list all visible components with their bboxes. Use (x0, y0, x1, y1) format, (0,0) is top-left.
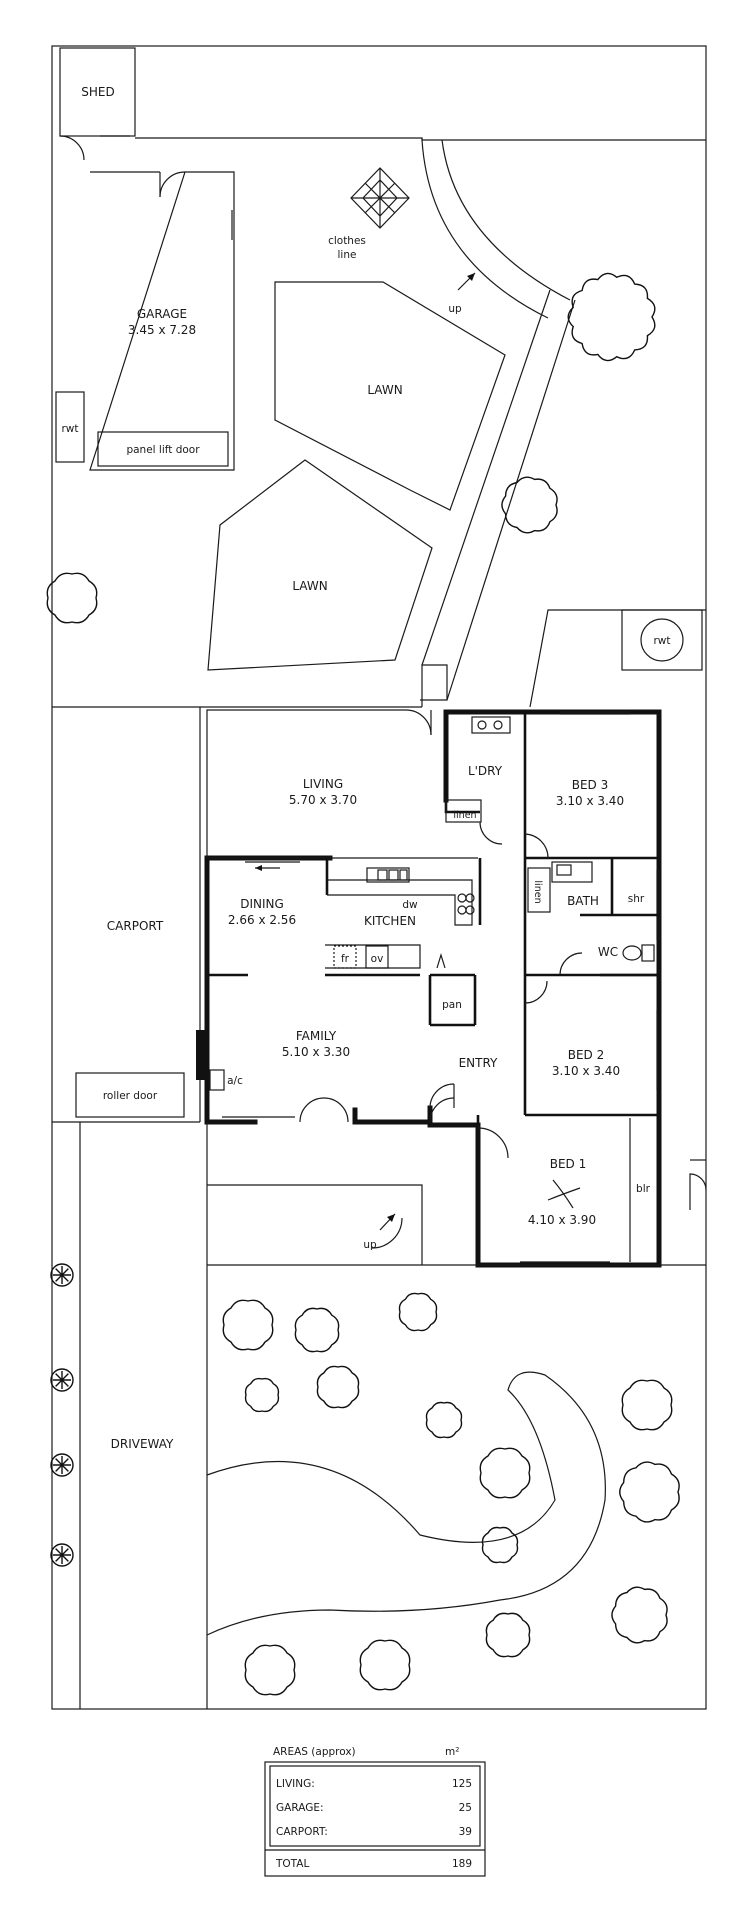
tree-icon (294, 1307, 340, 1353)
up-arrow-front: up (363, 1213, 403, 1251)
svg-text:rwt: rwt (61, 423, 78, 435)
bed3-dims: 3.10 x 3.40 (556, 794, 624, 808)
bed1-dims: 4.10 x 3.90 (528, 1213, 596, 1227)
lawn-upper: LAWN (274, 281, 506, 511)
areas-row-carport-label: CARPORT: (276, 1826, 328, 1838)
shrub-line (55, 1548, 69, 1562)
carport: CARPORT roller door (52, 707, 201, 1123)
tree-icon (567, 272, 656, 362)
areas-row-living-label: LIVING: (276, 1778, 315, 1790)
rainwater-tank-garage: rwt (55, 391, 85, 463)
shr-label: shr (628, 893, 645, 905)
bed2-dims: 3.10 x 3.40 (552, 1064, 620, 1078)
areas-unit: m² (445, 1746, 459, 1758)
shrub-line (55, 1373, 69, 1387)
shrub-line (55, 1268, 69, 1282)
clothes-line-label-2: line (338, 249, 357, 261)
shrub-icon (50, 1263, 74, 1287)
living-label: LIVING (303, 777, 343, 791)
blr-label: blr (636, 1183, 651, 1195)
tree-icon (611, 1586, 668, 1644)
shrub-line (55, 1458, 69, 1472)
tree-icon (501, 476, 558, 534)
linen-label-2: linen (532, 880, 543, 903)
roller-door-label: roller door (103, 1090, 158, 1102)
garage: GARAGE 3.45 x 7.28 panel lift door (89, 171, 235, 471)
living-dims: 5.70 x 3.70 (289, 793, 357, 807)
shed: SHED (59, 47, 136, 161)
ceiling-fan-icon (547, 1179, 581, 1209)
dw-label: dw (402, 899, 418, 911)
shrub-icon (50, 1543, 74, 1567)
bed1-label: BED 1 (550, 1157, 587, 1171)
svg-text:LAWN: LAWN (367, 383, 402, 397)
driveway-label: DRIVEWAY (111, 1437, 174, 1451)
lawn-lower: LAWN (207, 459, 433, 671)
bed3-label: BED 3 (572, 778, 609, 792)
clothes-line: clothes line (328, 167, 410, 261)
front-porch (206, 1122, 707, 1266)
site-boundary (51, 45, 707, 1710)
linen-label-1: linen (453, 810, 476, 821)
family-dims: 5.10 x 3.30 (282, 1045, 350, 1059)
tree-icon (619, 1461, 680, 1523)
tree-icon (222, 1299, 274, 1351)
tree-icon (359, 1639, 411, 1691)
bed2-label: BED 2 (568, 1048, 605, 1062)
tree-icon (425, 1401, 463, 1439)
tree-icon (244, 1377, 280, 1413)
tree-icon (398, 1292, 438, 1332)
areas-table: AREAS (approx) m² LIVING: 125 GARAGE: 25… (264, 1746, 486, 1877)
areas-row-garage-value: 25 (459, 1802, 472, 1814)
shrub-icon (50, 1453, 74, 1477)
fr-label: fr (341, 953, 350, 965)
laundry-label: L'DRY (468, 764, 503, 778)
panel-lift-door-label: panel lift door (126, 444, 200, 456)
entry-label: ENTRY (459, 1056, 498, 1070)
garage-label: GARAGE (137, 307, 187, 321)
dining-dims: 2.66 x 2.56 (228, 913, 296, 927)
garage-dims: 3.45 x 7.28 (128, 323, 196, 337)
svg-text:up: up (448, 303, 462, 315)
rear-yard-lines (52, 137, 706, 708)
pan-label: pan (442, 999, 462, 1011)
tree-icon (621, 1379, 673, 1431)
garden-beds (206, 1371, 606, 1636)
svg-text:LAWN: LAWN (292, 579, 327, 593)
kitchen-label: KITCHEN (364, 914, 416, 928)
rainwater-tank-yard: rwt (621, 609, 703, 671)
areas-total-value: 189 (452, 1858, 472, 1870)
up-arrow-rear: up (448, 272, 476, 315)
areas-row-carport-value: 39 (459, 1826, 472, 1838)
wc-label: WC (598, 945, 618, 959)
dining-label: DINING (240, 897, 284, 911)
ac-label: a/c (227, 1075, 243, 1087)
clothes-line-label: clothes (328, 235, 366, 247)
interior-walls (196, 711, 660, 1265)
areas-row-living-value: 125 (452, 1778, 472, 1790)
ov-label: ov (371, 953, 384, 965)
rear-path (421, 139, 576, 701)
tree-icon (244, 1644, 296, 1696)
areas-row-garage-label: GARAGE: (276, 1802, 324, 1814)
bath-label: BATH (567, 894, 599, 908)
tree-icon (46, 572, 98, 624)
driveway: DRIVEWAY (79, 1122, 208, 1709)
shed-label: SHED (81, 85, 114, 99)
tree-icon (479, 1447, 531, 1499)
areas-total-label: TOTAL (275, 1858, 309, 1870)
tree-icon (481, 1526, 519, 1564)
shrub-icon (50, 1368, 74, 1392)
svg-text:up: up (363, 1239, 377, 1251)
carport-label: CARPORT (107, 919, 164, 933)
room-labels: LIVING 5.70 x 3.70 L'DRY linen BED 3 3.1… (227, 764, 651, 1227)
svg-text:rwt: rwt (653, 635, 670, 647)
trees (46, 272, 680, 1696)
areas-title: AREAS (approx) (273, 1746, 356, 1758)
tree-icon (316, 1365, 360, 1409)
family-label: FAMILY (296, 1029, 337, 1043)
tree-icon (485, 1612, 531, 1658)
